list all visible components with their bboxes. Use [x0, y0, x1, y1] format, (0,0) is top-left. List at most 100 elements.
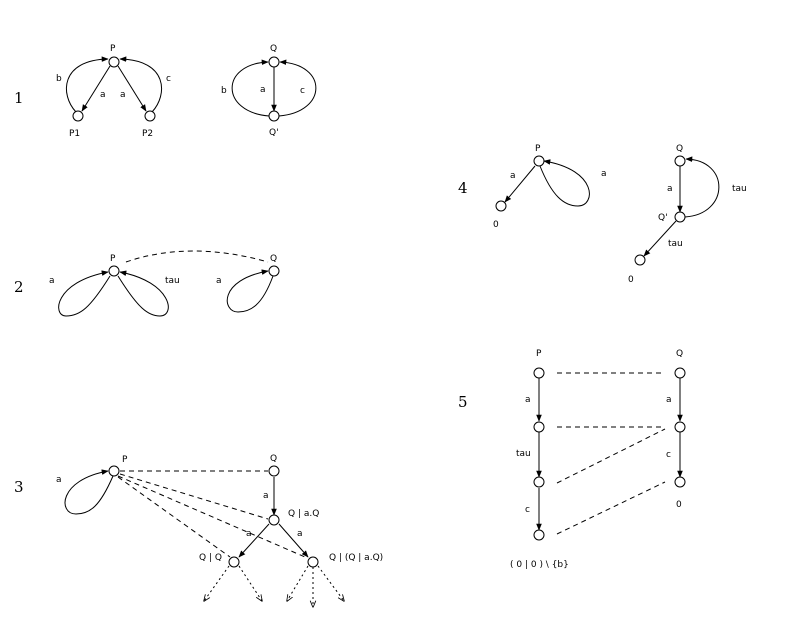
node-p: [533, 367, 545, 379]
edge-label-a: a: [601, 169, 607, 179]
node-label-p: P: [536, 349, 542, 359]
figure-3: 3 P a Q Q | a.Q Q | Q Q | (Q | a.Q) a a …: [14, 454, 383, 607]
loop-q-a: [226, 269, 274, 313]
node-q-2: [674, 421, 686, 433]
node-label-q: Q: [270, 44, 277, 54]
edge-label-a: a: [667, 184, 673, 194]
edge-label-b: b: [221, 86, 227, 96]
edge-label-a: a: [49, 276, 55, 286]
node-q-prime: [674, 211, 686, 223]
edge-label-a: a: [100, 90, 106, 100]
edge-label-b: b: [56, 74, 62, 84]
edge-label-c: c: [166, 74, 171, 84]
edge-label-tau: tau: [516, 449, 531, 459]
node-q-par-q: [228, 556, 240, 568]
continuation-arrow: [204, 565, 230, 601]
figure-4: 4 P 0 a a Q Q' 0 a tau tau: [458, 144, 747, 285]
node-label-p: P: [110, 44, 116, 54]
edge-qaq-qqaq-a: [278, 523, 309, 558]
relation-line: [556, 481, 666, 535]
relation-line: [556, 428, 666, 484]
node-p2: [144, 110, 156, 122]
node-q: [674, 367, 686, 379]
node-p: [108, 465, 120, 477]
node-p-3: [533, 476, 545, 488]
edge-label-a: a: [120, 90, 126, 100]
figure-number-3: 3: [14, 478, 24, 496]
node-label-zero: 0: [676, 500, 682, 510]
edge-label-tau: tau: [732, 184, 747, 194]
node-label-q: Q: [270, 454, 277, 464]
node-label-q-par-q-par-aq: Q | (Q | a.Q): [329, 553, 383, 563]
edge-label-a: a: [297, 529, 303, 539]
node-label-p1: P1: [69, 129, 80, 139]
node-label-p: P: [122, 455, 128, 465]
figure-number-1: 1: [14, 89, 24, 107]
loop-p-a: [64, 469, 114, 515]
node-q: [268, 265, 280, 277]
relation-line: [117, 475, 306, 558]
edge-label-a: a: [525, 395, 531, 405]
edge-label-tau: tau: [165, 276, 180, 286]
edge-label-a: a: [56, 475, 62, 485]
edge-qaq-qq-a: [238, 523, 270, 558]
continuation-arrow: [238, 565, 262, 601]
node-p-2: [533, 421, 545, 433]
figure-5: 5 P ( 0 | 0 ) \ {b} a tau c Q 0 a c: [458, 349, 686, 570]
edge-label-a: a: [246, 529, 252, 539]
node-zero: [495, 200, 507, 212]
edge-label-a: a: [666, 395, 672, 405]
edge-q1-q-b: [231, 59, 270, 117]
node-zero: [634, 254, 646, 266]
node-q-3: [674, 476, 686, 488]
edge-p1-p-b: [65, 56, 109, 113]
node-label-zero: 0: [493, 220, 499, 230]
node-label-q-prime: Q': [269, 128, 279, 138]
relation-line: [119, 473, 269, 520]
loop-p-tau: [117, 270, 169, 317]
edge-label-a: a: [216, 276, 222, 286]
figure-number-4: 4: [458, 179, 468, 197]
node-p: [108, 56, 120, 68]
loop-p-a: [539, 159, 590, 207]
edge-p-p2-a: [117, 65, 147, 112]
node-label-q-par-aq: Q | a.Q: [288, 509, 319, 519]
edge-p-0-a: [504, 165, 536, 203]
node-p1: [72, 110, 84, 122]
edge-label-c: c: [666, 450, 671, 460]
loop-q1-q-tau: [684, 156, 720, 218]
figure-1: 1 P P1 P2 b a a c Q Q' b a c: [14, 44, 317, 139]
edge-p2-p-c: [119, 56, 163, 113]
edge-label-c: c: [525, 505, 530, 515]
figure-number-5: 5: [458, 393, 468, 411]
node-q: [268, 56, 280, 68]
node-label-p2: P2: [142, 129, 153, 139]
node-label-p: P: [535, 144, 541, 154]
edge-label-tau: tau: [668, 239, 683, 249]
node-label-q: Q: [270, 254, 277, 264]
node-q: [674, 155, 686, 167]
edge-p-p1-a: [81, 65, 111, 112]
node-q: [268, 465, 280, 477]
edge-q1-q-c: [278, 59, 317, 117]
node-p: [108, 265, 120, 277]
edge-label-a: a: [510, 171, 516, 181]
node-label-p: P: [110, 254, 116, 264]
node-label-zero: 0: [628, 275, 634, 285]
continuation-arrow: [317, 565, 344, 601]
continuation-arrow: [287, 565, 309, 601]
node-label-q: Q: [676, 349, 683, 359]
node-label-q-prime: Q': [658, 213, 668, 223]
relation-line: [125, 250, 269, 263]
node-q-prime: [268, 110, 280, 122]
edge-label-a: a: [263, 491, 269, 501]
node-q-par-q-par-aq: [307, 556, 319, 568]
edge-label-a: a: [260, 85, 266, 95]
edge-q1-0-tau: [643, 220, 677, 257]
relation-line: [117, 476, 231, 558]
loop-p-a: [58, 270, 111, 317]
figure-2: 2 P a tau Q a: [14, 250, 280, 317]
node-label-restriction: ( 0 | 0 ) \ {b}: [510, 560, 569, 570]
node-label-q: Q: [676, 144, 683, 154]
